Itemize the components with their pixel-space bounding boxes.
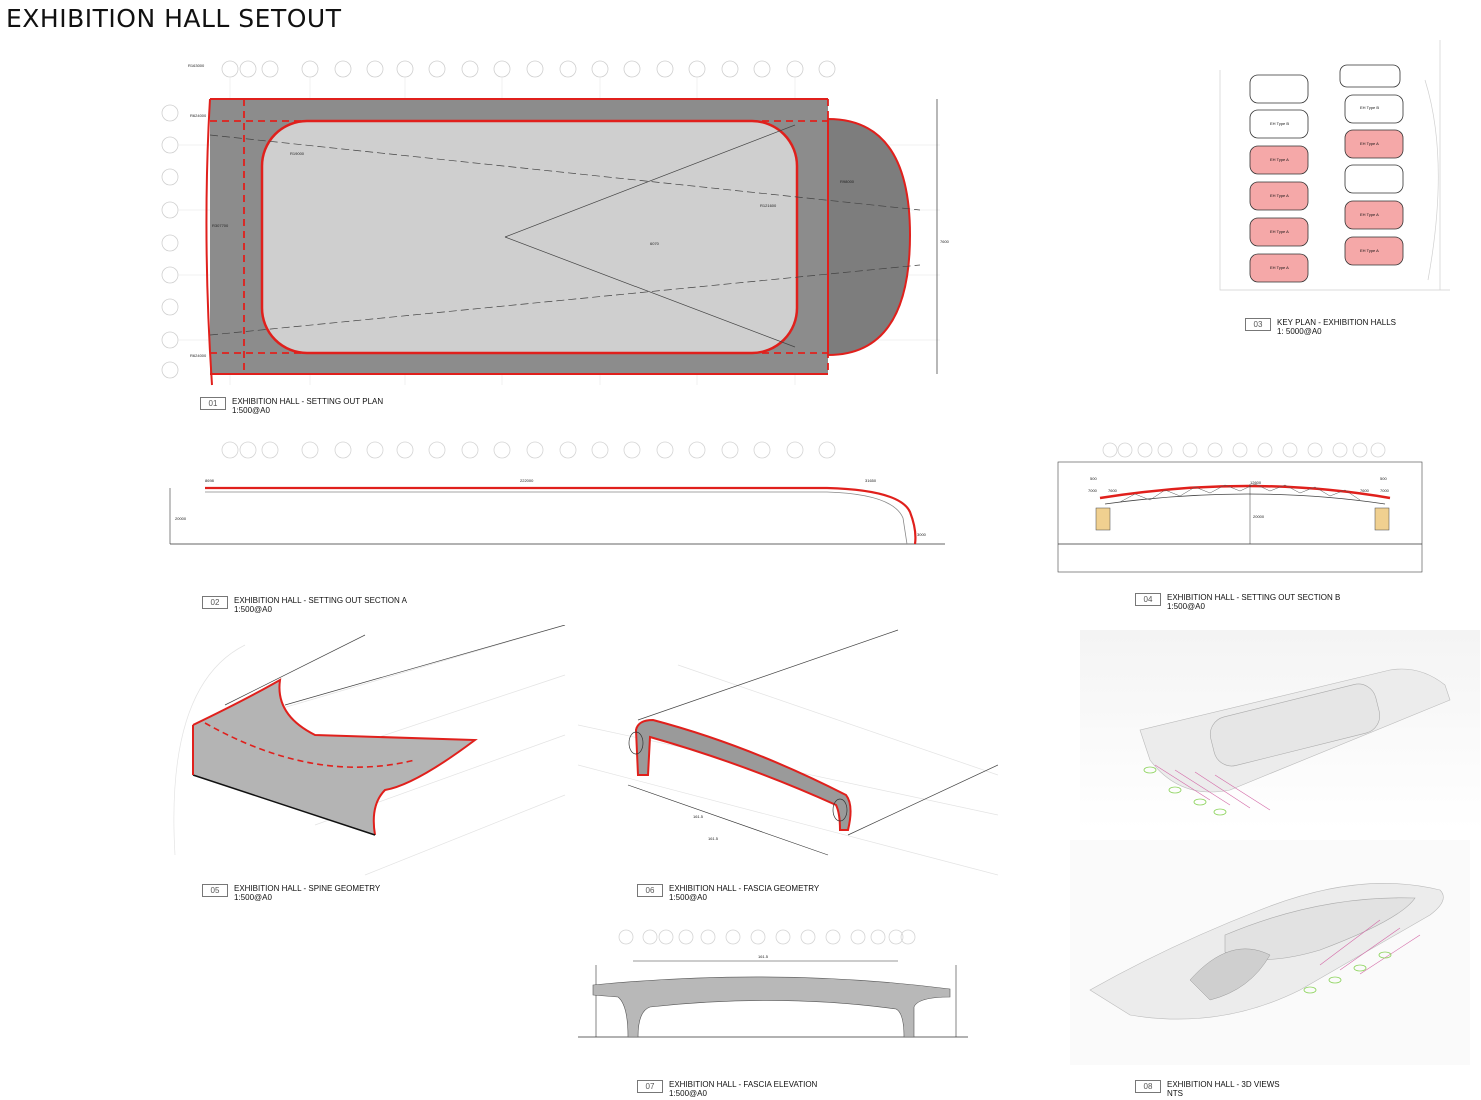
- drawing-caption-05: 05 EXHIBITION HALL - SPINE GEOMETRY 1:50…: [202, 884, 380, 902]
- setting-out-plan-drawing: R163000 R624000 R307700 R624000 R19000 R…: [140, 55, 960, 390]
- drawing-scale: 1:500@A0: [232, 406, 270, 415]
- drawing-scale: 1: 5000@A0: [1277, 327, 1322, 336]
- drawing-scale: 1:500@A0: [669, 893, 707, 902]
- drawing-caption-01: 01 EXHIBITION HALL - SETTING OUT PLAN 1:…: [200, 397, 383, 415]
- section-b-dim: 500: [1090, 476, 1097, 481]
- section-dim: 20000: [175, 516, 187, 521]
- plan-dim-label: R163000: [188, 63, 205, 68]
- section-b-dim: 7600: [1108, 488, 1118, 493]
- drawing-caption-08: 08 EXHIBITION HALL - 3D VIEWS NTS: [1135, 1080, 1280, 1098]
- section-b-dim: 7600: [1360, 488, 1370, 493]
- drawing-title: EXHIBITION HALL - SETTING OUT PLAN: [232, 397, 384, 406]
- drawing-number: 03: [1245, 318, 1271, 331]
- key-plan-label: EH Type B: [1360, 105, 1379, 110]
- drawing-title: EXHIBITION HALL - FASCIA ELEVATION: [669, 1080, 818, 1089]
- drawing-title: EXHIBITION HALL - SPINE GEOMETRY: [234, 884, 381, 893]
- key-plan-label: EH Type A: [1360, 141, 1379, 146]
- key-plan-drawing: EH Type B EH Type B EH Type A EH Type A …: [1210, 40, 1470, 300]
- section-b-drawing: 500 7000 7600 12600 7600 7000 500 20000: [1050, 438, 1430, 588]
- key-plan-label: EH Type A: [1270, 157, 1289, 162]
- plan-dim-label: 7600: [940, 239, 950, 244]
- fascia-dim: 161.5: [708, 836, 719, 841]
- plan-dim-label: R19000: [290, 151, 305, 156]
- drawing-title: EXHIBITION HALL - 3D VIEWS: [1167, 1080, 1280, 1089]
- drawing-scale: 1:500@A0: [669, 1089, 707, 1098]
- drawing-number: 08: [1135, 1080, 1161, 1093]
- drawing-caption-02: 02 EXHIBITION HALL - SETTING OUT SECTION…: [202, 596, 407, 614]
- drawing-number: 06: [637, 884, 663, 897]
- plan-dim-label: R624000: [190, 113, 207, 118]
- drawing-scale: 1:500@A0: [234, 893, 272, 902]
- drawing-title: KEY PLAN - EXHIBITION HALLS: [1277, 318, 1397, 327]
- drawing-scale: 1:500@A0: [234, 605, 272, 614]
- section-dim: 222000: [520, 478, 534, 483]
- section-a-drawing: 8698 222000 31650 20000 3000: [165, 440, 955, 560]
- section-b-dim: 7000: [1380, 488, 1390, 493]
- key-plan-label: EH Type A: [1360, 212, 1379, 217]
- drawing-scale: 1:500@A0: [1167, 602, 1205, 611]
- fascia-elevation-drawing: 161.5: [578, 925, 968, 1065]
- drawing-title: EXHIBITION HALL - SETTING OUT SECTION B: [1167, 593, 1341, 602]
- drawing-caption-04: 04 EXHIBITION HALL - SETTING OUT SECTION…: [1135, 593, 1340, 611]
- key-plan-label: EH Type B: [1270, 121, 1289, 126]
- section-dim: 31650: [865, 478, 877, 483]
- section-dim: 3000: [917, 532, 927, 537]
- plan-dim-label: 6070: [650, 241, 660, 246]
- fascia-dim: 161.5: [693, 814, 704, 819]
- drawing-title: EXHIBITION HALL - FASCIA GEOMETRY: [669, 884, 820, 893]
- plan-dim-label: R307700: [212, 223, 229, 228]
- drawing-scale: NTS: [1167, 1089, 1183, 1098]
- section-b-dim: 20000: [1253, 514, 1265, 519]
- section-b-dim: 7000: [1088, 488, 1098, 493]
- key-plan-label: EH Type A: [1270, 229, 1289, 234]
- key-plan-label: EH Type A: [1270, 265, 1289, 270]
- fascia-geometry-drawing: 161.5 161.5: [578, 625, 998, 880]
- drawing-number: 02: [202, 596, 228, 609]
- section-dim: 8698: [205, 478, 215, 483]
- elevation-dim: 161.5: [758, 954, 769, 959]
- drawing-number: 05: [202, 884, 228, 897]
- page-title: EXHIBITION HALL SETOUT: [6, 4, 342, 33]
- spine-geometry-drawing: [165, 625, 575, 880]
- drawing-number: 04: [1135, 593, 1161, 606]
- section-b-dim: 500: [1380, 476, 1387, 481]
- drawing-title: EXHIBITION HALL - SETTING OUT SECTION A: [234, 596, 407, 605]
- plan-dim-label: R98000: [840, 179, 855, 184]
- drawing-caption-07: 07 EXHIBITION HALL - FASCIA ELEVATION 1:…: [637, 1080, 817, 1098]
- key-plan-label: EH Type A: [1360, 248, 1379, 253]
- drawing-number: 07: [637, 1080, 663, 1093]
- section-b-dim: 12600: [1250, 480, 1262, 485]
- drawing-number: 01: [200, 397, 226, 410]
- plan-dim-label: R121600: [760, 203, 777, 208]
- drawing-caption-03: 03 KEY PLAN - EXHIBITION HALLS 1: 5000@A…: [1245, 318, 1396, 336]
- 3d-view-top: [1080, 630, 1480, 830]
- drawing-caption-06: 06 EXHIBITION HALL - FASCIA GEOMETRY 1:5…: [637, 884, 819, 902]
- plan-dim-label: R624000: [190, 353, 207, 358]
- 3d-view-bottom: [1070, 840, 1470, 1065]
- key-plan-label: EH Type A: [1270, 193, 1289, 198]
